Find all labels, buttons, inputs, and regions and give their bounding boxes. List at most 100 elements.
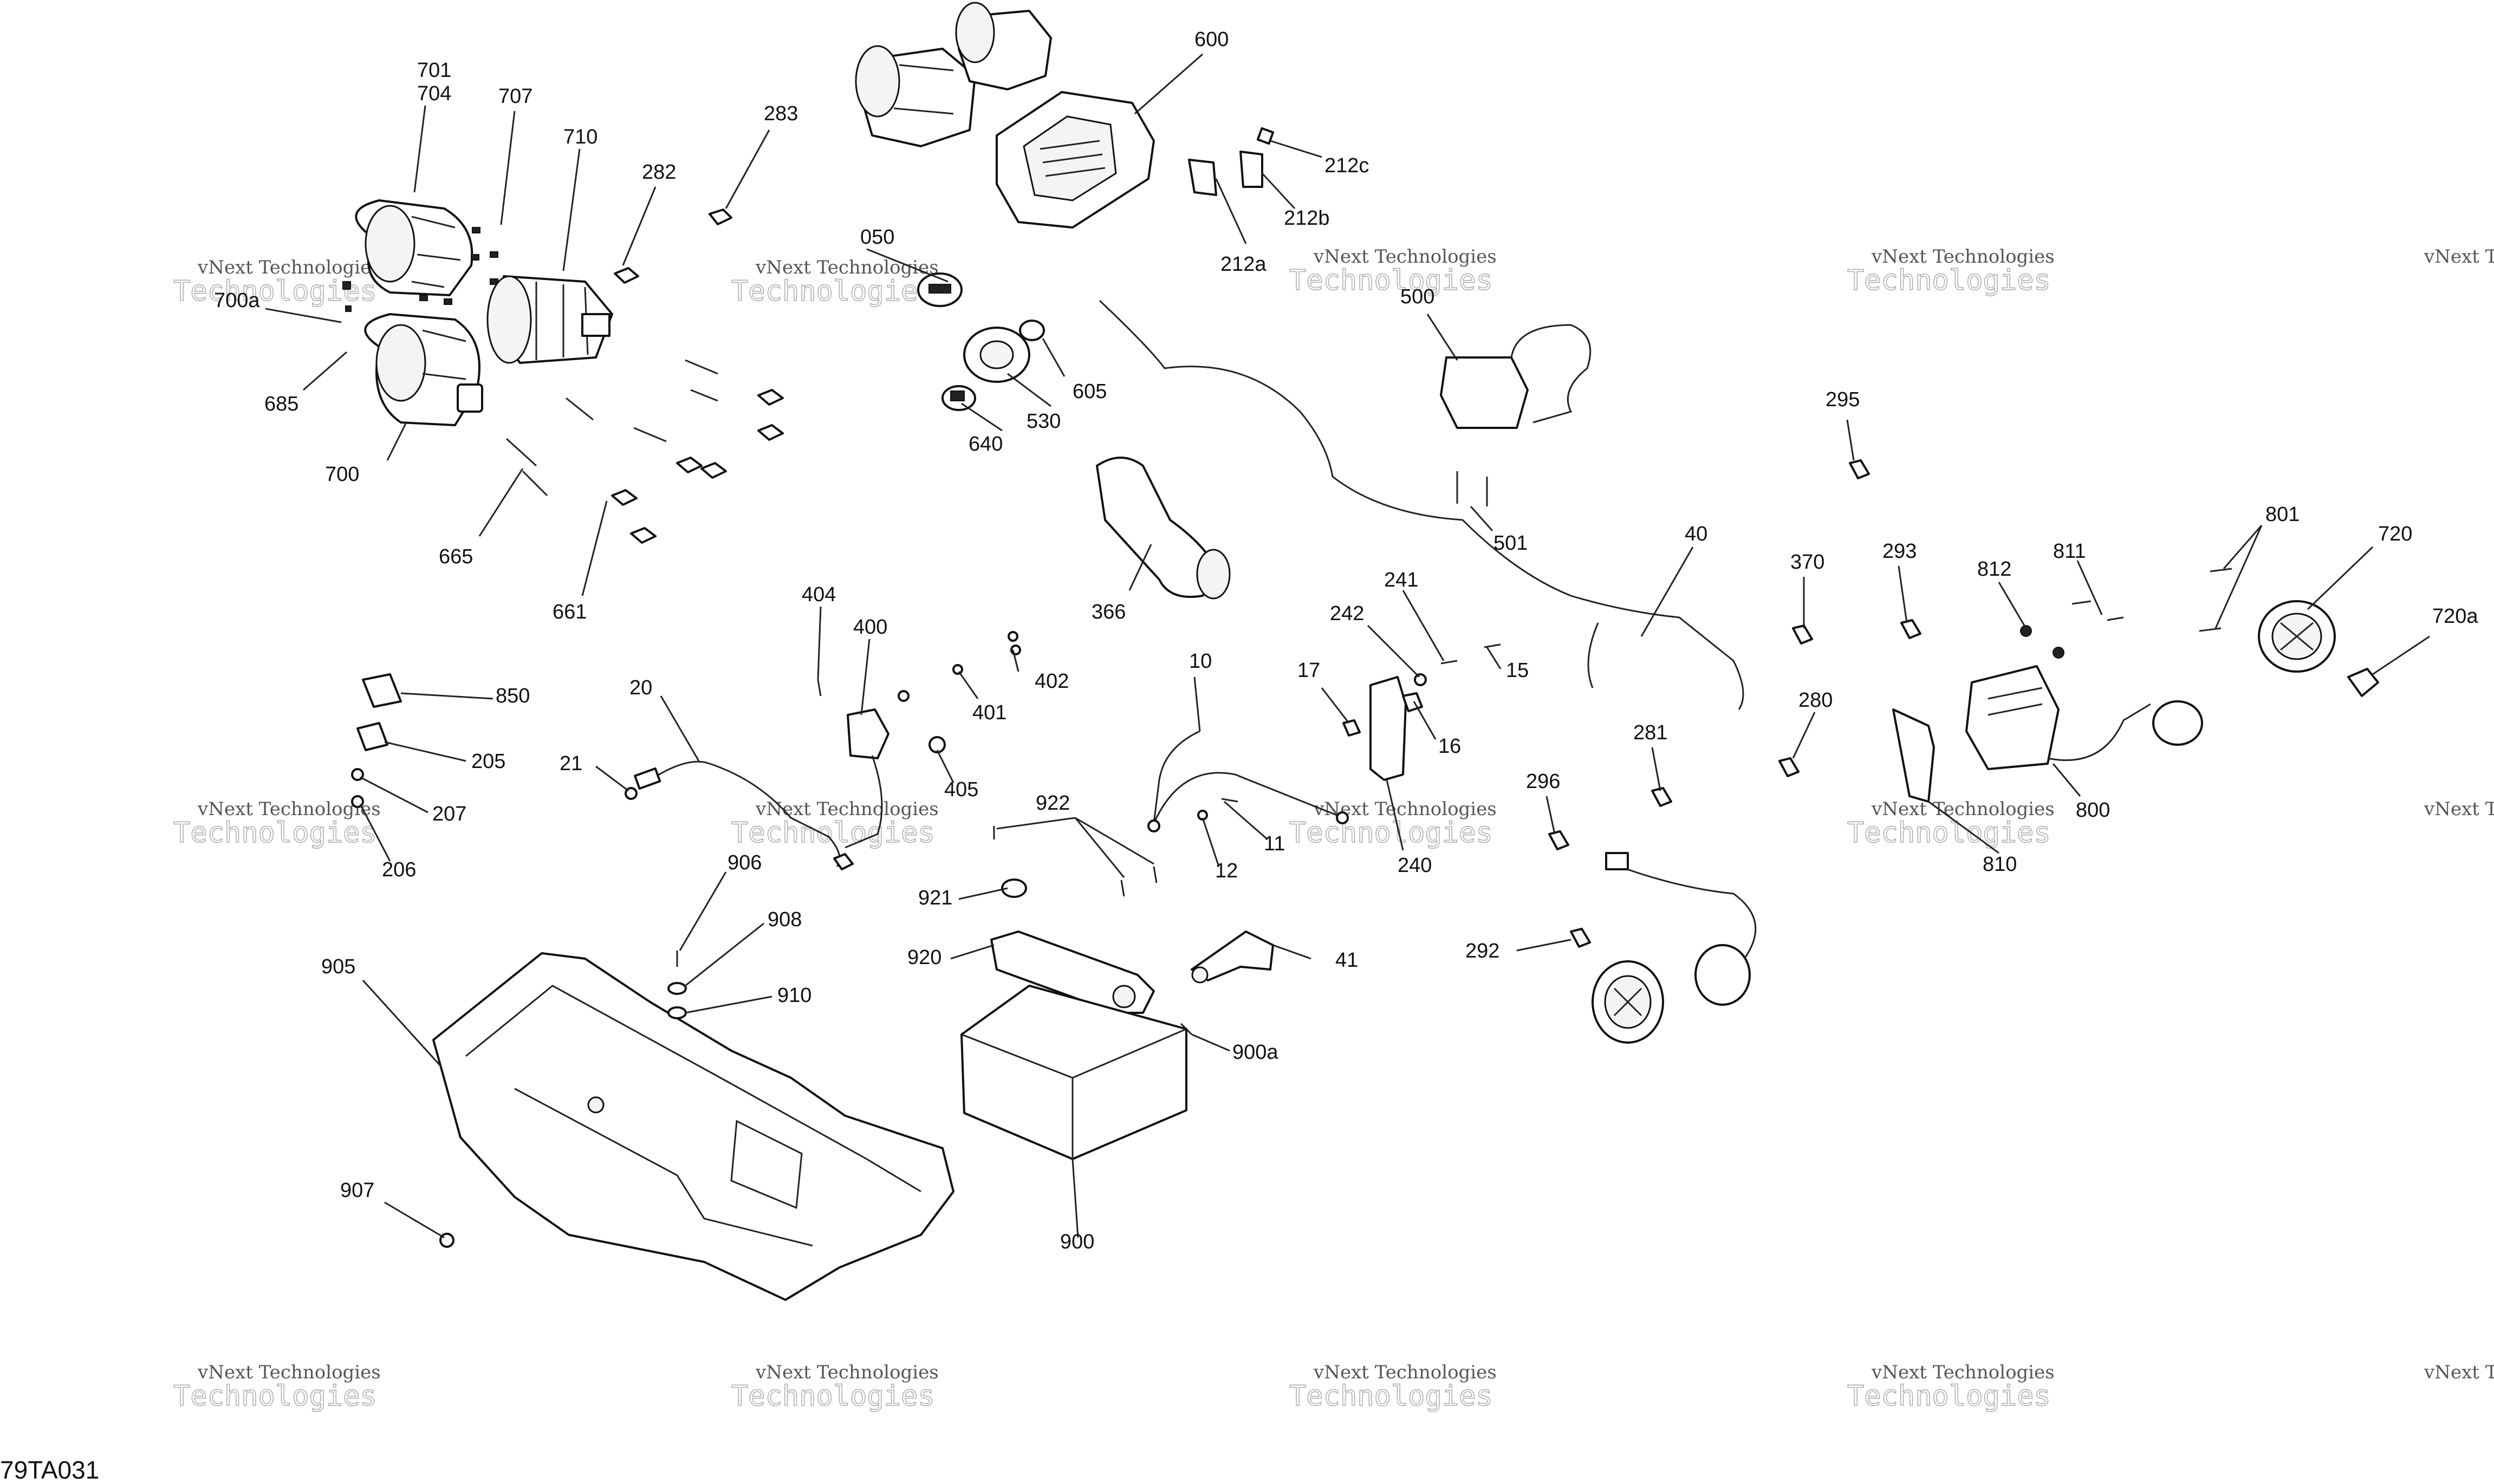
svg-text:Technologies: Technologies (731, 817, 935, 849)
bolts-665 (505, 359, 718, 497)
nuts-401-402-405 (928, 631, 1021, 753)
cable-20 (634, 760, 841, 867)
watermark: vNext Technologies (2424, 798, 2494, 820)
svg-text:Technologies: Technologies (173, 817, 377, 849)
cap-605 (1019, 320, 1045, 341)
headlight-housing-lower (364, 313, 483, 426)
label-16: 16 (1438, 735, 1461, 758)
label-205: 205 (471, 750, 505, 773)
label-212b: 212b (1284, 207, 1330, 230)
label-400: 400 (853, 616, 887, 639)
bolts-501 (1456, 471, 1488, 506)
svg-text:Technologies: Technologies (1289, 817, 1493, 849)
switch-640 (941, 385, 976, 411)
svg-text:vNext Technologies: vNext Technologies (2424, 1362, 2494, 1383)
svg-text:Technologies: Technologies (731, 1380, 935, 1413)
label-404: 404 (802, 583, 836, 606)
label-720: 720 (2378, 523, 2412, 545)
label-10: 10 (1189, 650, 1212, 673)
label-240: 240 (1398, 854, 1432, 877)
label-900a: 900a (1232, 1041, 1278, 1064)
label-366: 366 (1092, 601, 1126, 623)
label-661: 661 (553, 601, 587, 623)
label-600: 600 (1194, 28, 1229, 51)
label-905: 905 (321, 955, 355, 978)
headlight-housing-upper (355, 199, 473, 296)
label-41: 41 (1335, 949, 1358, 972)
watermark: vNext Technologies (2424, 1362, 2494, 1383)
label-700a: 700a (214, 289, 260, 312)
svg-text:vNext Technologies: vNext Technologies (755, 798, 939, 820)
label-17: 17 (1297, 659, 1320, 682)
callout-labels: 701 704 707 710 282 283 600 212c 212b 21… (214, 28, 2478, 1253)
label-11: 11 (1264, 832, 1285, 855)
svg-text:Technologies: Technologies (1847, 817, 2051, 849)
label-207: 207 (432, 803, 466, 825)
label-800: 800 (2076, 799, 2110, 822)
connectors-850 (351, 673, 638, 808)
label-801: 801 (2265, 503, 2300, 526)
watermark: vNext Technologies (2424, 246, 2494, 268)
label-685: 685 (264, 393, 298, 415)
label-900: 900 (1060, 1231, 1094, 1253)
boot-366 (1096, 457, 1231, 600)
label-710: 710 (563, 126, 597, 148)
svg-text:vNext Technologies: vNext Technologies (197, 798, 381, 820)
label-283: 283 (764, 102, 798, 125)
bolts-922 (993, 826, 1158, 898)
ignition-switch (917, 272, 963, 307)
label-12: 12 (1215, 860, 1238, 882)
label-907: 907 (340, 1179, 374, 1202)
label-370: 370 (1790, 551, 1824, 574)
label-850: 850 (496, 685, 530, 707)
label-921: 921 (918, 887, 952, 909)
module-600 (996, 91, 1155, 229)
label-242: 242 (1330, 602, 1364, 625)
bracket-240 (1342, 643, 1501, 781)
light-720 (2258, 600, 2336, 673)
label-500: 500 (1400, 285, 1434, 308)
battery-900 (960, 985, 1187, 1160)
label-401: 401 (972, 701, 1006, 724)
label-15: 15 (1506, 659, 1529, 682)
part-drawings (342, 2, 2379, 1301)
diagram-reference: 79TA031 (0, 1456, 99, 1484)
label-40: 40 (1685, 523, 1707, 545)
regulator-800 (1965, 665, 2203, 770)
small-clips-right (1548, 459, 2232, 948)
connectors-212 (1188, 127, 1275, 196)
label-280: 280 (1798, 689, 1833, 712)
leader-lines (265, 53, 2430, 1239)
label-906: 906 (728, 851, 762, 874)
svg-text:vNext Technologies: vNext Technologies (1871, 798, 2055, 820)
label-405: 405 (944, 778, 978, 801)
relay-400 (817, 679, 910, 849)
svg-text:vNext Technologies: vNext Technologies (1871, 1362, 2055, 1383)
socket-530 (963, 327, 1030, 383)
label-530: 530 (1027, 410, 1061, 433)
svg-text:Technologies: Technologies (1289, 1380, 1493, 1413)
label-720a: 720a (2432, 605, 2478, 628)
screws-707 (419, 227, 498, 305)
fasteners-906-908-910 (439, 853, 854, 1248)
svg-text:vNext Technologies: vNext Technologies (1313, 246, 1497, 268)
label-20: 20 (629, 676, 652, 699)
cable-10 (1147, 730, 1349, 832)
label-910: 910 (777, 984, 811, 1007)
svg-text:vNext Technologies: vNext Technologies (197, 1362, 381, 1383)
svg-text:Technologies: Technologies (731, 275, 935, 308)
label-402: 402 (1035, 670, 1069, 693)
label-206: 206 (382, 858, 416, 881)
label-212c: 212c (1324, 154, 1369, 177)
label-282: 282 (642, 161, 676, 184)
label-21: 21 (560, 752, 582, 775)
label-292: 292 (1465, 940, 1499, 962)
